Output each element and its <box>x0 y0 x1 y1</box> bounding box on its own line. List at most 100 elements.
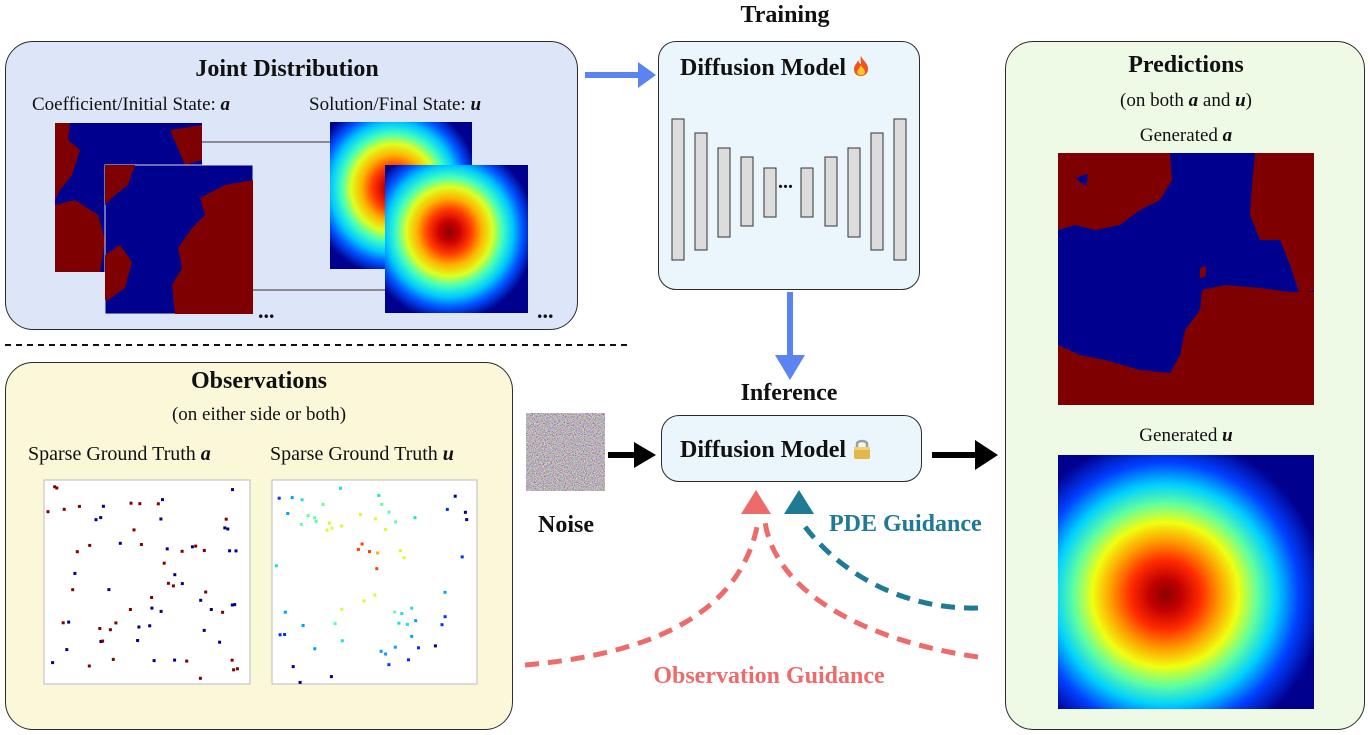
sparse-a-point <box>202 628 206 632</box>
sparse-ground-truth-u-image <box>271 479 478 685</box>
sparse-u-point <box>445 507 449 511</box>
sparse-u-point <box>306 514 310 518</box>
sparse-u-point <box>313 647 317 651</box>
sparse-u-point <box>393 610 397 614</box>
sparse-u-point <box>330 526 334 530</box>
sparse-u-point <box>283 633 287 636</box>
unet-layer-bar <box>717 147 731 238</box>
sparse-a-point <box>51 661 55 665</box>
sparse-a-point <box>198 676 202 680</box>
sparse-u-point <box>340 524 344 528</box>
sparse-u-point <box>328 521 331 525</box>
sparse-a-point <box>99 516 103 520</box>
sparse-u-point <box>340 607 344 611</box>
unet-ellipsis: ... <box>778 171 793 193</box>
inference-model-box <box>661 415 922 482</box>
sparse-u-point <box>453 494 457 498</box>
sparse-a-point <box>224 517 228 521</box>
sparse-u-point <box>394 520 398 524</box>
sparse-a-point <box>108 628 112 632</box>
sparse-a-point <box>114 621 118 625</box>
sparse-a-point <box>73 571 77 575</box>
sparse-u-point <box>387 663 391 667</box>
sparse-u-point <box>321 502 325 506</box>
sparse-a-point <box>88 543 92 547</box>
sparse-a-label-text: Sparse Ground Truth <box>28 443 196 465</box>
sparse-a-point <box>138 502 142 506</box>
sparse-u-point <box>402 556 406 560</box>
sparse-u-point <box>440 623 444 627</box>
predictions-subtitle-var-u: u <box>1235 90 1246 111</box>
generated-u-image <box>1058 455 1314 709</box>
sparse-u-point <box>298 680 302 684</box>
model-to-prediction-arrow-head <box>975 440 998 470</box>
sparse-u-point <box>433 644 437 648</box>
sparse-a-point <box>159 609 163 613</box>
sparse-a-point <box>139 543 143 546</box>
sparse-a-point <box>180 549 184 553</box>
sparse-u-point <box>414 619 418 623</box>
sparse-a-point <box>209 608 213 611</box>
pde-guidance-arrow-head <box>784 490 814 514</box>
sparse-u-point <box>373 593 377 597</box>
sparse-a-point <box>136 639 140 642</box>
sparse-a-point <box>230 658 234 662</box>
sparse-a-point <box>53 485 57 489</box>
sparse-u-point <box>463 510 467 514</box>
sparse-a-point <box>199 598 203 602</box>
sparse-u-points <box>274 486 469 684</box>
sparse-u-point <box>380 502 384 506</box>
fire-icon <box>852 55 870 77</box>
joint-ellipsis-left: ... <box>258 298 275 323</box>
sparse-u-point <box>277 496 281 500</box>
pde-guidance-curve <box>797 518 979 611</box>
generated-u-label: Generated u <box>1139 426 1232 445</box>
inference-label: Inference <box>740 380 838 406</box>
sparse-a-point <box>235 667 239 671</box>
inference-model-title: Diffusion Model <box>680 438 872 462</box>
sparse-u-point <box>301 624 305 627</box>
observation-guidance-arrow-head <box>741 490 771 514</box>
sparse-a-point <box>156 502 160 506</box>
sparse-a-point <box>166 581 170 585</box>
sparse-u-point <box>340 639 344 643</box>
sparse-u-point <box>393 645 397 649</box>
sparse-u-point <box>274 564 278 568</box>
sparse-u-point <box>375 567 379 571</box>
sparse-u-point <box>405 622 409 626</box>
sparse-a-label: Sparse Ground Truth a <box>28 444 211 464</box>
sparse-u-point <box>291 665 295 669</box>
sparse-u-point <box>387 510 391 514</box>
pde-guidance-label: PDE Guidance <box>829 511 982 537</box>
generated-a-image <box>1058 153 1314 405</box>
joint-label-a-text: Coefficient/Initial State: <box>32 94 216 115</box>
sparse-u-point <box>398 549 402 553</box>
joint-ellipsis-right: ... <box>537 298 554 323</box>
sparse-a-point <box>129 501 133 505</box>
predictions-subtitle-post: ) <box>1245 90 1252 111</box>
generated-u-var: u <box>1222 425 1233 446</box>
unet-architecture <box>671 118 907 261</box>
sparse-a-point <box>204 590 208 594</box>
training-model-title: Diffusion Model <box>680 55 870 80</box>
generated-a-label-text: Generated <box>1139 125 1218 146</box>
sparse-a-point <box>61 621 65 625</box>
unet-layer-bar <box>824 156 838 227</box>
sparse-u-var: u <box>442 443 454 465</box>
sparse-u-point <box>286 512 290 515</box>
sparse-a-point <box>218 640 222 644</box>
sparse-a-point <box>150 606 154 610</box>
sparse-u-point <box>362 599 366 603</box>
noise-to-model-arrow-head <box>634 442 656 468</box>
sparse-a-point <box>94 518 98 522</box>
sparse-a-point <box>228 549 232 553</box>
sparse-a-point <box>75 550 79 554</box>
sparse-u-label-text: Sparse Ground Truth <box>270 443 438 465</box>
sparse-a-point <box>77 504 81 508</box>
observations-title: Observations <box>190 368 328 394</box>
sparse-a-point <box>46 510 50 514</box>
sparse-u-point <box>325 528 329 532</box>
sparse-a-point <box>165 547 169 551</box>
sparse-a-point <box>173 573 177 577</box>
